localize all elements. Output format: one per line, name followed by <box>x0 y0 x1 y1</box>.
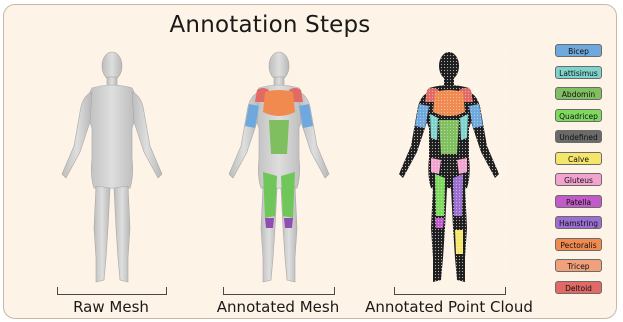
legend-undefined: Undefined <box>555 130 602 143</box>
legend-lattisimus: Lattisimus <box>555 66 602 79</box>
raw-mesh-bracket <box>57 287 167 295</box>
patella-region <box>265 218 293 228</box>
legend-bicep: Bicep <box>555 44 602 57</box>
legend-patella: Patella <box>555 195 602 208</box>
legend-gluteus: Gluteus <box>555 173 602 186</box>
body-silhouette <box>62 52 162 282</box>
legend-abdomin: Abdomin <box>555 87 602 100</box>
point-cloud-caption: Annotated Point Cloud <box>365 298 533 316</box>
annotated-mesh-caption: Annotated Mesh <box>217 298 339 316</box>
diagram-title: Annotation Steps <box>0 12 540 38</box>
raw-mesh-figure <box>52 48 172 288</box>
legend-pectoralis: Pectoralis <box>555 238 602 251</box>
legend-quadricep: Quadricep <box>555 109 602 122</box>
abdomin-region <box>269 120 289 154</box>
body-silhouette <box>229 52 329 282</box>
legend-calve: Calve <box>555 152 602 165</box>
point-cloud-bracket <box>394 287 506 295</box>
point-cloud-figure <box>389 48 509 288</box>
raw-mesh-caption: Raw Mesh <box>73 298 149 316</box>
pectoralis-region <box>263 90 295 116</box>
annotated-mesh-figure <box>219 48 339 288</box>
legend-hamstring: Hamstring <box>555 216 602 229</box>
annotated-mesh-bracket <box>223 287 335 295</box>
legend-deltoid: Deltoid <box>555 281 602 294</box>
legend-tricep: Tricep <box>555 259 602 272</box>
